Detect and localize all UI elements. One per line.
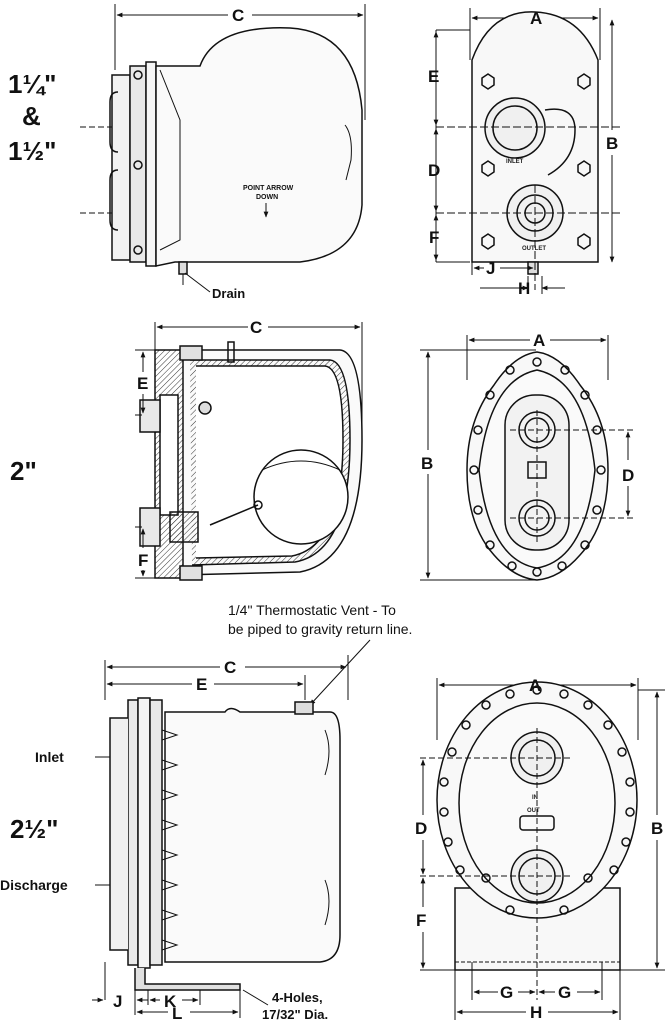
row1-dim-a: A: [530, 9, 542, 28]
row2-side-view: [135, 322, 363, 581]
row1-dim-e: E: [428, 67, 439, 86]
row1-outlet-label: OUTLET: [522, 246, 546, 252]
row1-dim-d: D: [428, 161, 440, 180]
size-labels: 1¼" & 1½" 2" 2½": [8, 69, 58, 844]
size-label-1-1-4: 1¼": [8, 69, 56, 99]
row1-arrow-label-1: POINT ARROW: [243, 185, 294, 192]
row3-dim-g-left: G: [500, 983, 513, 1002]
size-label-2-1-2: 2½": [10, 814, 58, 844]
row1-dim-c: C: [232, 6, 244, 25]
row3-dim-b: B: [651, 819, 663, 838]
row1-drain-label: Drain: [212, 286, 245, 301]
row3-side-view: [92, 655, 349, 1018]
row2-front-view: [420, 335, 635, 581]
row1-inlet-label: INLET: [506, 159, 524, 165]
row3-dim-l: L: [172, 1004, 182, 1023]
size-label-1-1-2: 1½": [8, 136, 56, 166]
row3-front-view: [420, 678, 665, 1020]
row1-dim-f: F: [429, 228, 439, 247]
row1-arrow-label-2: DOWN: [256, 194, 278, 201]
row1-dim-h: H: [518, 279, 530, 298]
row3-dim-g-right: G: [558, 983, 571, 1002]
row3-discharge-label: Discharge: [0, 877, 68, 893]
row2-dim-f: F: [138, 551, 148, 570]
row3-in-label: IN: [532, 795, 538, 801]
row3-dim-c: C: [224, 658, 236, 677]
row1-side-view: [80, 4, 366, 293]
row3-holes-label-2: 17/32" Dia.: [262, 1007, 328, 1022]
row3-dim-f: F: [416, 911, 426, 930]
row2-dim-e: E: [137, 374, 148, 393]
row3-dim-d: D: [415, 819, 427, 838]
size-label-ampersand: &: [22, 101, 41, 131]
row3-dim-h: H: [530, 1003, 542, 1022]
row1-front-view: [433, 8, 620, 294]
row3-out-label: OUT: [527, 808, 540, 814]
row1-dim-j: J: [486, 259, 495, 278]
row2-dim-d: D: [622, 466, 634, 485]
row3-dim-a: A: [529, 676, 541, 695]
row2-dim-b: B: [421, 454, 433, 473]
row3-holes-label-1: 4-Holes,: [272, 990, 323, 1005]
row1-dim-b: B: [606, 134, 618, 153]
row3-dim-e: E: [196, 675, 207, 694]
vent-note-line-1: 1/4" Thermostatic Vent - To: [228, 602, 396, 618]
row2-dim-a: A: [533, 331, 545, 350]
row3-dim-k: K: [164, 992, 177, 1011]
row2-dim-c: C: [250, 318, 262, 337]
row3-dim-j: J: [113, 992, 122, 1011]
vent-note-line-2: be piped to gravity return line.: [228, 621, 412, 637]
size-label-2: 2": [10, 456, 37, 486]
vent-note-leader: [309, 639, 371, 706]
row3-inlet-label: Inlet: [35, 749, 64, 765]
